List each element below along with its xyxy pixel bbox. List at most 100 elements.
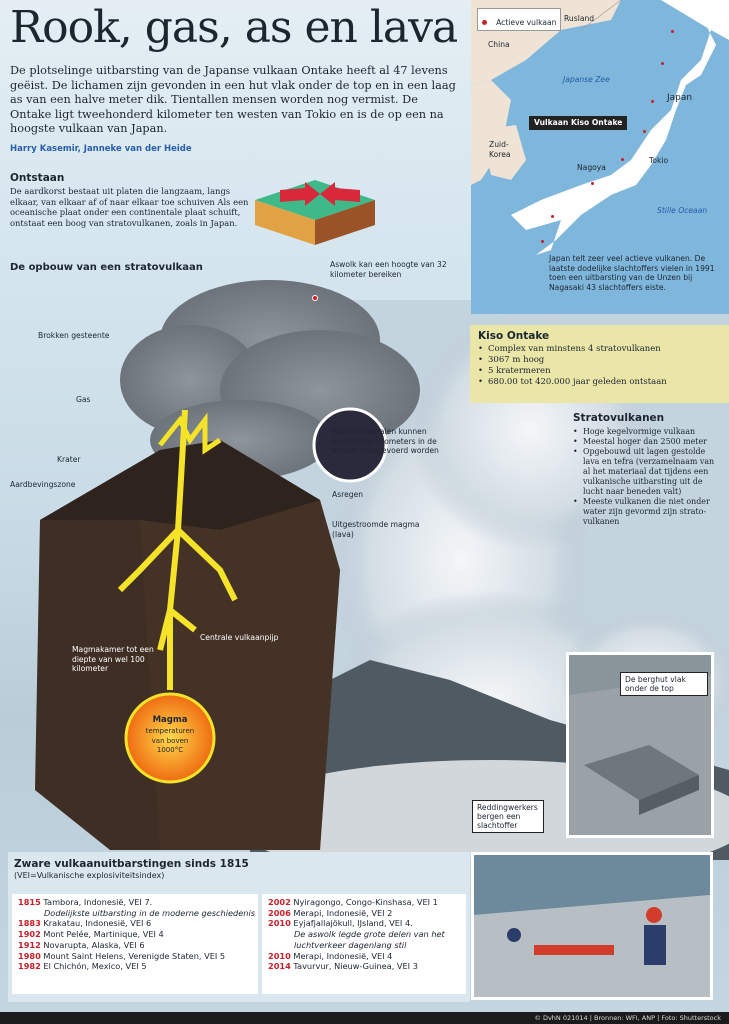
map-label-china: China: [488, 40, 510, 49]
eruption-text: Mont Pelée, Martinique, VEI 4: [43, 929, 164, 940]
ontstaan-text: De aardkorst bestaat uit platen die lang…: [10, 186, 249, 228]
eruption-year: 2006: [268, 907, 291, 918]
eruption-row: 2006 Merapi, Indonesië, VEI 2: [262, 908, 466, 919]
byline: Harry Kasemir, Janneke van der Heide: [10, 144, 192, 154]
map-legend: Actieve vulkaan: [477, 8, 562, 31]
label-magma-title: Magma: [152, 715, 188, 725]
eruption-row: 2010 Eyjafjallajökull, IJsland, VEI 4. D…: [262, 918, 466, 950]
eruption-year: 1902: [18, 929, 41, 940]
map-caption: Japan telt zeer veel actieve vulkanen. D…: [549, 254, 715, 292]
label-mineralen: Kleine mineralen kunnen honderden kilome…: [332, 427, 439, 455]
eruption-text: Nyiragongo, Congo-Kinshasa, VEI 1: [293, 897, 438, 907]
label-aswolk: Aswolk kan een hoogte van 32 kilometer b…: [330, 260, 447, 279]
redding-photo-graphic: [474, 855, 710, 997]
label-brokken: Brokken gesteente: [38, 331, 110, 340]
eruption-row: 2002 Nyiragongo, Congo-Kinshasa, VEI 1: [262, 894, 466, 908]
eruption-row: 1883 Krakatau, Indonesië, VEI 6: [12, 918, 258, 929]
berghut-callout: De berghut vlak onder de top: [620, 672, 708, 696]
eruption-year: 1912: [18, 939, 41, 950]
eruption-row: 2010 Merapi, Indonesië, VEI 4: [262, 951, 466, 962]
eruption-text: Novarupta, Alaska, VEI 6: [43, 939, 145, 950]
eruption-text: El Chichón, Mexico, VEI 5: [43, 961, 147, 972]
eruption-note: Dodelijkste uitbarsting in de moderne ge…: [44, 907, 256, 918]
volcano-marker: [643, 130, 646, 133]
volcano-marker: [671, 30, 674, 33]
eruption-year: 2014: [268, 961, 291, 972]
label-krater: Krater: [57, 455, 81, 464]
stratovulkanen-box: Stratovulkanen Hoge kegelvormige vulkaan…: [573, 412, 723, 527]
kiso-ontake-box: Kiso Ontake Complex van minstens 4 strat…: [470, 325, 729, 403]
eruption-year: 2010: [268, 950, 291, 961]
page-title: Rook, gas, as en lava: [10, 2, 458, 53]
kiso-item: 5 kratermeren: [478, 366, 667, 377]
map-label-rusland: Rusland: [564, 14, 595, 23]
map-label-nagoya: Nagoya: [577, 163, 606, 172]
label-asregen: Asregen: [332, 490, 364, 499]
eruption-text: Krakatau, Indonesië, VEI 6: [43, 918, 152, 929]
strato-heading: Stratovulkanen: [573, 412, 665, 424]
strato-item: Hoge kegelvormige vulkaan: [573, 427, 723, 437]
eruption-text: Mount Saint Helens, Verenigde Staten, VE…: [43, 950, 226, 961]
japan-map: Actieve vulkaan Rusland China Japanse Ze…: [471, 0, 729, 314]
volcano-marker: [541, 240, 544, 243]
kiso-heading: Kiso Ontake: [478, 330, 550, 342]
map-legend-label: Actieve vulkaan: [496, 18, 557, 27]
label-aardbeving: Aardbevingszone: [10, 480, 76, 489]
map-label-vulkaan: Vulkaan Kiso Ontake: [529, 116, 628, 130]
redding-callout: Reddingwerkers bergen een slachtoffer: [472, 800, 544, 833]
eruptions-left-list: 1815 Tambora, Indonesië, VEI 7. Dodelijk…: [12, 894, 258, 994]
eruption-year: 2002: [268, 897, 291, 907]
kiso-item: 3067 m hoog: [478, 355, 667, 366]
ontstaan-heading: Ontstaan: [10, 172, 65, 184]
eruption-row: 2014 Tavurvur, Nieuw-Guinea, VEI 3: [262, 961, 466, 972]
legend-dot-icon: [482, 20, 487, 25]
eruptions-panel: Zware vulkaanuitbarstingen sinds 1815 (V…: [8, 852, 470, 1002]
eruption-text: Tavurvur, Nieuw-Guinea, VEI 3: [293, 961, 418, 972]
eruption-row: 1815 Tambora, Indonesië, VEI 7. Dodelijk…: [12, 894, 258, 918]
eruption-row: 1980 Mount Saint Helens, Verenigde State…: [12, 951, 258, 962]
volcano-marker: [651, 100, 654, 103]
volcano-marker: [661, 62, 664, 65]
label-magma-temp: temperaturen van boven 1000°C: [145, 727, 195, 754]
volcano-cross-section: [35, 280, 420, 850]
kiso-item: Complex van minstens 4 stratovulkanen: [478, 344, 667, 355]
eruption-row: 1912 Novarupta, Alaska, VEI 6: [12, 940, 258, 951]
eruption-text: Merapi, Indonesië, VEI 4: [293, 950, 393, 961]
eruption-note: De aswolk legde grote delen van het luch…: [294, 929, 445, 950]
volcano-marker: [551, 215, 554, 218]
strato-list: Hoge kegelvormige vulkaan Meestal hoger …: [573, 427, 723, 527]
opbouw-heading: De opbouw van een stratovulkaan: [10, 262, 203, 273]
eruption-row: 1902 Mont Pelée, Martinique, VEI 4: [12, 929, 258, 940]
volcano-marker: [621, 158, 624, 161]
eruption-year: 1883: [18, 918, 41, 929]
eruptions-right-list: 2002 Nyiragongo, Congo-Kinshasa, VEI 1 2…: [262, 894, 466, 994]
eruption-text: Tambora, Indonesië, VEI 7.: [43, 897, 153, 907]
strato-item: Meeste vulkanen die niet onder water zij…: [573, 497, 723, 527]
aswolk-marker: [312, 295, 318, 301]
map-label-japanse-zee: Japanse Zee: [563, 75, 610, 84]
label-gas: Gas: [76, 395, 91, 404]
kiso-list: Complex van minstens 4 stratovulkanen 30…: [478, 344, 667, 388]
intro-text: De plotselinge uitbarsting van de Japans…: [10, 64, 456, 135]
label-kamer: Magmakamer tot een diepte van wel 100 ki…: [72, 645, 154, 673]
strato-item: Opgebouwd uit lagen gestolde lava en tef…: [573, 447, 723, 497]
eruption-year: 1980: [18, 950, 41, 961]
footer-credits: © DvhN 021014 | Bronnen: WFI, ANP | Foto…: [0, 1012, 729, 1024]
kiso-item: 680.00 tot 420.000 jaar geleden ontstaan: [478, 377, 667, 388]
volcano-marker: [591, 182, 594, 185]
label-magma-out: Uitgestroomde magma (lava): [332, 520, 420, 539]
map-label-tokio: Tokio: [649, 156, 669, 165]
map-label-stille-oceaan: Stille Oceaan: [657, 206, 708, 215]
eruption-row: 1982 El Chichón, Mexico, VEI 5: [12, 961, 258, 972]
map-label-japan: Japan: [667, 93, 693, 103]
map-label-zuid-korea: Zuid- Korea: [489, 140, 511, 159]
eruptions-subheading: (VEI=Vulkanische explosiviteitsindex): [14, 871, 165, 880]
eruption-year: 2010: [268, 918, 291, 929]
redding-photo: [471, 852, 713, 1000]
eruption-text: Merapi, Indonesië, VEI 2: [293, 907, 393, 918]
strato-item: Meestal hoger dan 2500 meter: [573, 437, 723, 447]
eruption-year: 1815: [18, 897, 41, 907]
eruption-year: 1982: [18, 961, 41, 972]
label-pijp: Centrale vulkaanpijp: [200, 633, 279, 642]
